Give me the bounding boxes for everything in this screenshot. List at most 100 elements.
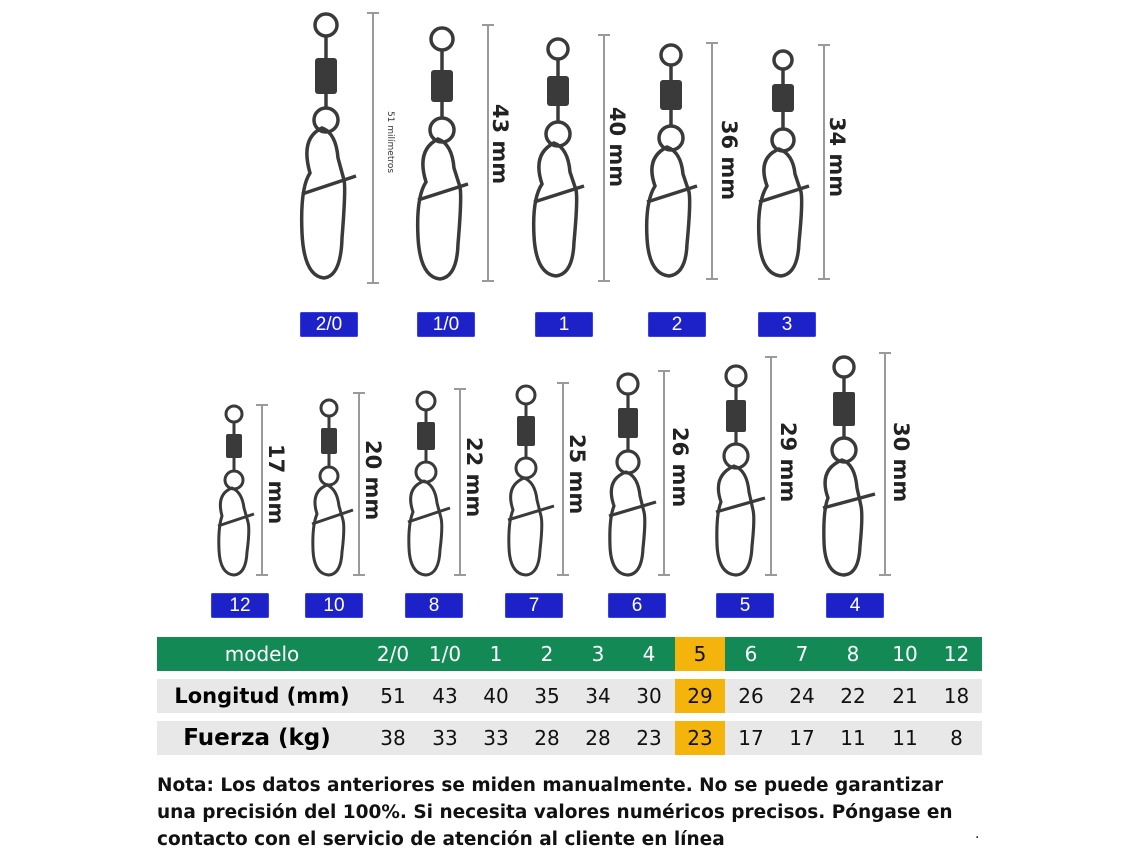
force-cell: 11 xyxy=(840,726,866,750)
dimension-line xyxy=(663,370,665,576)
model-badge-2: 2 xyxy=(648,312,706,337)
force-cell: 33 xyxy=(432,726,458,750)
length-cell: 24 xyxy=(789,684,815,708)
model-badge-1: 1 xyxy=(535,312,593,337)
dimension-cap xyxy=(256,404,268,406)
model-cell-highlighted: 5 xyxy=(675,637,725,671)
dimension-label: 36 mm xyxy=(717,119,741,201)
length-cell: 34 xyxy=(585,684,611,708)
dimension-line xyxy=(823,44,825,280)
snap-swivel-image xyxy=(415,26,469,281)
model-cell: 12 xyxy=(943,642,970,666)
disclaimer-note: Nota: Los datos anteriores se miden manu… xyxy=(157,775,953,850)
dimension-label: 51 milímetros xyxy=(385,110,395,174)
dimension-line xyxy=(711,42,713,280)
snap-swivel-image xyxy=(407,390,451,577)
model-badge-4: 4 xyxy=(826,593,884,618)
length-cell: 26 xyxy=(738,684,764,708)
dimension-cap xyxy=(454,388,466,390)
snap-swivel-image xyxy=(531,37,585,278)
dimension-cap xyxy=(353,392,365,394)
dimension-line xyxy=(770,356,772,576)
model-cell: 1 xyxy=(489,642,503,666)
dimension-cap xyxy=(454,574,466,576)
dimension-cap xyxy=(879,574,891,576)
dimension-cap xyxy=(706,278,718,280)
snap-swivel-image xyxy=(311,398,354,577)
length-cell: 22 xyxy=(840,684,866,708)
snap-swivel-image xyxy=(507,384,555,577)
dimension-label: 17 mm xyxy=(264,444,288,525)
dimension-label: 20 mm xyxy=(361,440,385,521)
dimension-line xyxy=(261,404,263,576)
model-badge-8: 8 xyxy=(405,593,463,618)
dimension-cap xyxy=(598,280,610,282)
dimension-cap xyxy=(818,278,830,280)
force-cell: 17 xyxy=(789,726,815,750)
dimension-line xyxy=(358,392,360,576)
length-cell: 51 xyxy=(380,684,406,708)
model-cell: 2/0 xyxy=(376,642,410,666)
model-cell: 10 xyxy=(892,642,918,666)
dimension-line xyxy=(603,34,605,282)
dimension-cap xyxy=(598,34,610,36)
dimension-line xyxy=(562,382,564,576)
dimension-line xyxy=(372,12,374,284)
model-cell: 6 xyxy=(744,642,758,666)
force-cell: 8 xyxy=(950,726,963,750)
force-cell: 28 xyxy=(534,726,560,750)
dimension-cap xyxy=(879,352,891,354)
dimension-label: 22 mm xyxy=(462,437,486,518)
length-cell-highlighted: 29 xyxy=(675,679,725,713)
force-cell-highlighted: 23 xyxy=(675,721,725,755)
dimension-cap xyxy=(818,44,830,46)
force-cell: 17 xyxy=(738,726,764,750)
snap-swivel-image xyxy=(299,12,357,280)
dimension-line xyxy=(459,388,461,576)
dimension-cap xyxy=(765,356,777,358)
dimension-cap xyxy=(367,282,379,284)
table-force-row: Fuerza (kg) 38 33 33 28 28 23 23 17 17 1… xyxy=(157,721,982,755)
dimension-cap xyxy=(557,574,569,576)
model-cell: 7 xyxy=(795,642,809,666)
trailing-mark: . xyxy=(975,826,980,842)
model-badge-7: 7 xyxy=(505,593,563,618)
model-cell: 2 xyxy=(540,642,554,666)
dimension-cap xyxy=(482,24,494,26)
dimension-line xyxy=(487,24,489,282)
length-cell: 43 xyxy=(432,684,458,708)
model-badge-6: 6 xyxy=(608,593,666,618)
table-length-row: Longitud (mm) 51 43 40 35 34 30 29 26 24… xyxy=(157,679,982,713)
snap-swivel-image xyxy=(822,355,876,577)
dimension-label: 26 mm xyxy=(668,427,692,508)
snap-swivel-image xyxy=(756,49,810,278)
model-badge-1-0: 1/0 xyxy=(417,312,475,337)
model-badge-3: 3 xyxy=(758,312,816,337)
dimension-cap xyxy=(256,574,268,576)
length-cell: 35 xyxy=(534,684,560,708)
dimension-label: 30 mm xyxy=(889,422,913,503)
header-label: modelo xyxy=(224,642,300,666)
length-cell: 21 xyxy=(892,684,918,708)
model-cell: 1/0 xyxy=(428,642,462,666)
force-cell: 33 xyxy=(483,726,509,750)
model-cell: 4 xyxy=(642,642,656,666)
snap-swivel-image xyxy=(715,364,766,577)
dimension-cap xyxy=(658,370,670,372)
dimension-cap xyxy=(557,382,569,384)
dimension-label: 29 mm xyxy=(776,422,800,503)
dimension-cap xyxy=(367,12,379,14)
model-cell: 8 xyxy=(846,642,860,666)
model-badge-5: 5 xyxy=(716,593,774,618)
length-label: Longitud (mm) xyxy=(174,684,350,708)
force-cell: 11 xyxy=(892,726,918,750)
dimension-cap xyxy=(706,42,718,44)
dimension-cap xyxy=(765,574,777,576)
model-badge-10: 10 xyxy=(305,593,363,618)
force-cell: 23 xyxy=(636,726,662,750)
force-cell: 38 xyxy=(380,726,406,750)
length-cell: 30 xyxy=(636,684,662,708)
dimension-label: 25 mm xyxy=(565,434,589,515)
snap-swivel-image xyxy=(217,404,255,577)
dimension-label: 40 mm xyxy=(605,106,629,188)
